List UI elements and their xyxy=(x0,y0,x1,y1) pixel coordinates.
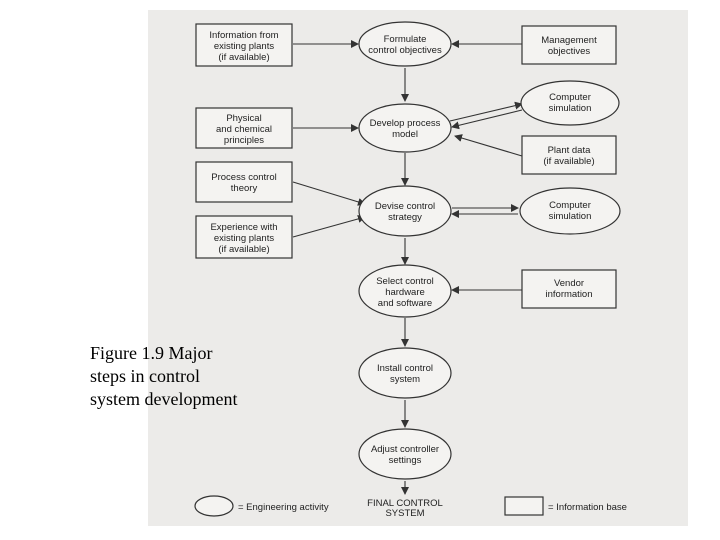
info-box-plant-data: Plant data (if available) xyxy=(521,135,617,175)
connectors xyxy=(292,40,523,495)
info-line: theory xyxy=(231,183,258,194)
activity-adjust-settings: Adjust controller settings xyxy=(358,428,452,480)
activity-install-system: Install control system xyxy=(358,347,452,399)
activity-devise-strategy: Devise control strategy xyxy=(358,185,452,237)
info-line: existing plants xyxy=(214,41,274,52)
info-line: (if available) xyxy=(218,52,269,63)
legend-activity-label: = Engineering activity xyxy=(238,502,329,513)
info-line: Information from xyxy=(209,30,278,41)
info-line: and chemical xyxy=(216,124,272,135)
caption-line: steps in control xyxy=(90,366,200,386)
info-box-physical-principles: Physical and chemical principles xyxy=(195,107,293,149)
legend-activity-symbol xyxy=(194,495,234,517)
info-box-vendor-information: Vendor information xyxy=(521,269,617,309)
info-line: Vendor xyxy=(554,278,584,289)
activity-select-hardware: Select control hardware and software xyxy=(358,264,452,318)
activity-line: Devise control xyxy=(375,201,435,212)
info-line: principles xyxy=(224,135,264,146)
activity-formulate-objectives: Formulate control objectives xyxy=(358,21,452,67)
info-box-experience: Experience with existing plants (if avai… xyxy=(195,215,293,259)
activity-computer-simulation-1: Computer simulation xyxy=(520,80,620,126)
legend-info-label: = Information base xyxy=(548,502,627,513)
info-box-management-objectives: Management objectives xyxy=(521,25,617,65)
activity-line: Formulate xyxy=(384,34,427,45)
info-line: Management xyxy=(541,35,597,46)
figure-caption: Figure 1.9 Major steps in control system… xyxy=(90,342,290,411)
activity-line: and software xyxy=(378,298,432,309)
activity-line: Computer xyxy=(549,92,591,103)
activity-line: settings xyxy=(389,455,422,466)
activity-line: Develop process xyxy=(370,118,441,129)
info-line: information xyxy=(546,289,593,300)
activity-line: Select control xyxy=(376,276,434,287)
info-line: Process control xyxy=(211,172,276,183)
info-box-control-theory: Process control theory xyxy=(195,161,293,203)
activity-line: Adjust controller xyxy=(371,444,439,455)
activity-line: hardware xyxy=(385,287,425,298)
activity-line: control objectives xyxy=(368,45,442,56)
info-box-existing-plants: Information from existing plants (if ava… xyxy=(195,23,293,67)
legend-info-symbol xyxy=(504,496,544,516)
final-line: SYSTEM xyxy=(385,508,424,519)
activity-develop-model: Develop process model xyxy=(358,103,452,153)
info-line: (if available) xyxy=(218,244,269,255)
info-line: Experience with xyxy=(210,222,277,233)
info-line: existing plants xyxy=(214,233,274,244)
activity-line: system xyxy=(390,374,420,385)
legend: = Engineering activity = Information bas… xyxy=(194,495,627,517)
activity-line: strategy xyxy=(388,212,422,223)
info-line: Plant data xyxy=(548,145,591,156)
activity-line: Install control xyxy=(377,363,433,374)
caption-line: system development xyxy=(90,389,238,409)
activity-line: simulation xyxy=(549,211,592,222)
info-line: Physical xyxy=(226,113,261,124)
activity-line: simulation xyxy=(549,103,592,114)
final-line: FINAL CONTROL xyxy=(367,498,443,509)
activity-line: Computer xyxy=(549,200,591,211)
caption-line: Figure 1.9 Major xyxy=(90,343,213,363)
final-control-system: FINAL CONTROL SYSTEM xyxy=(367,498,443,519)
info-line: objectives xyxy=(548,46,590,57)
activity-line: model xyxy=(392,129,418,140)
activity-computer-simulation-2: Computer simulation xyxy=(519,187,621,235)
info-line: (if available) xyxy=(543,156,594,167)
